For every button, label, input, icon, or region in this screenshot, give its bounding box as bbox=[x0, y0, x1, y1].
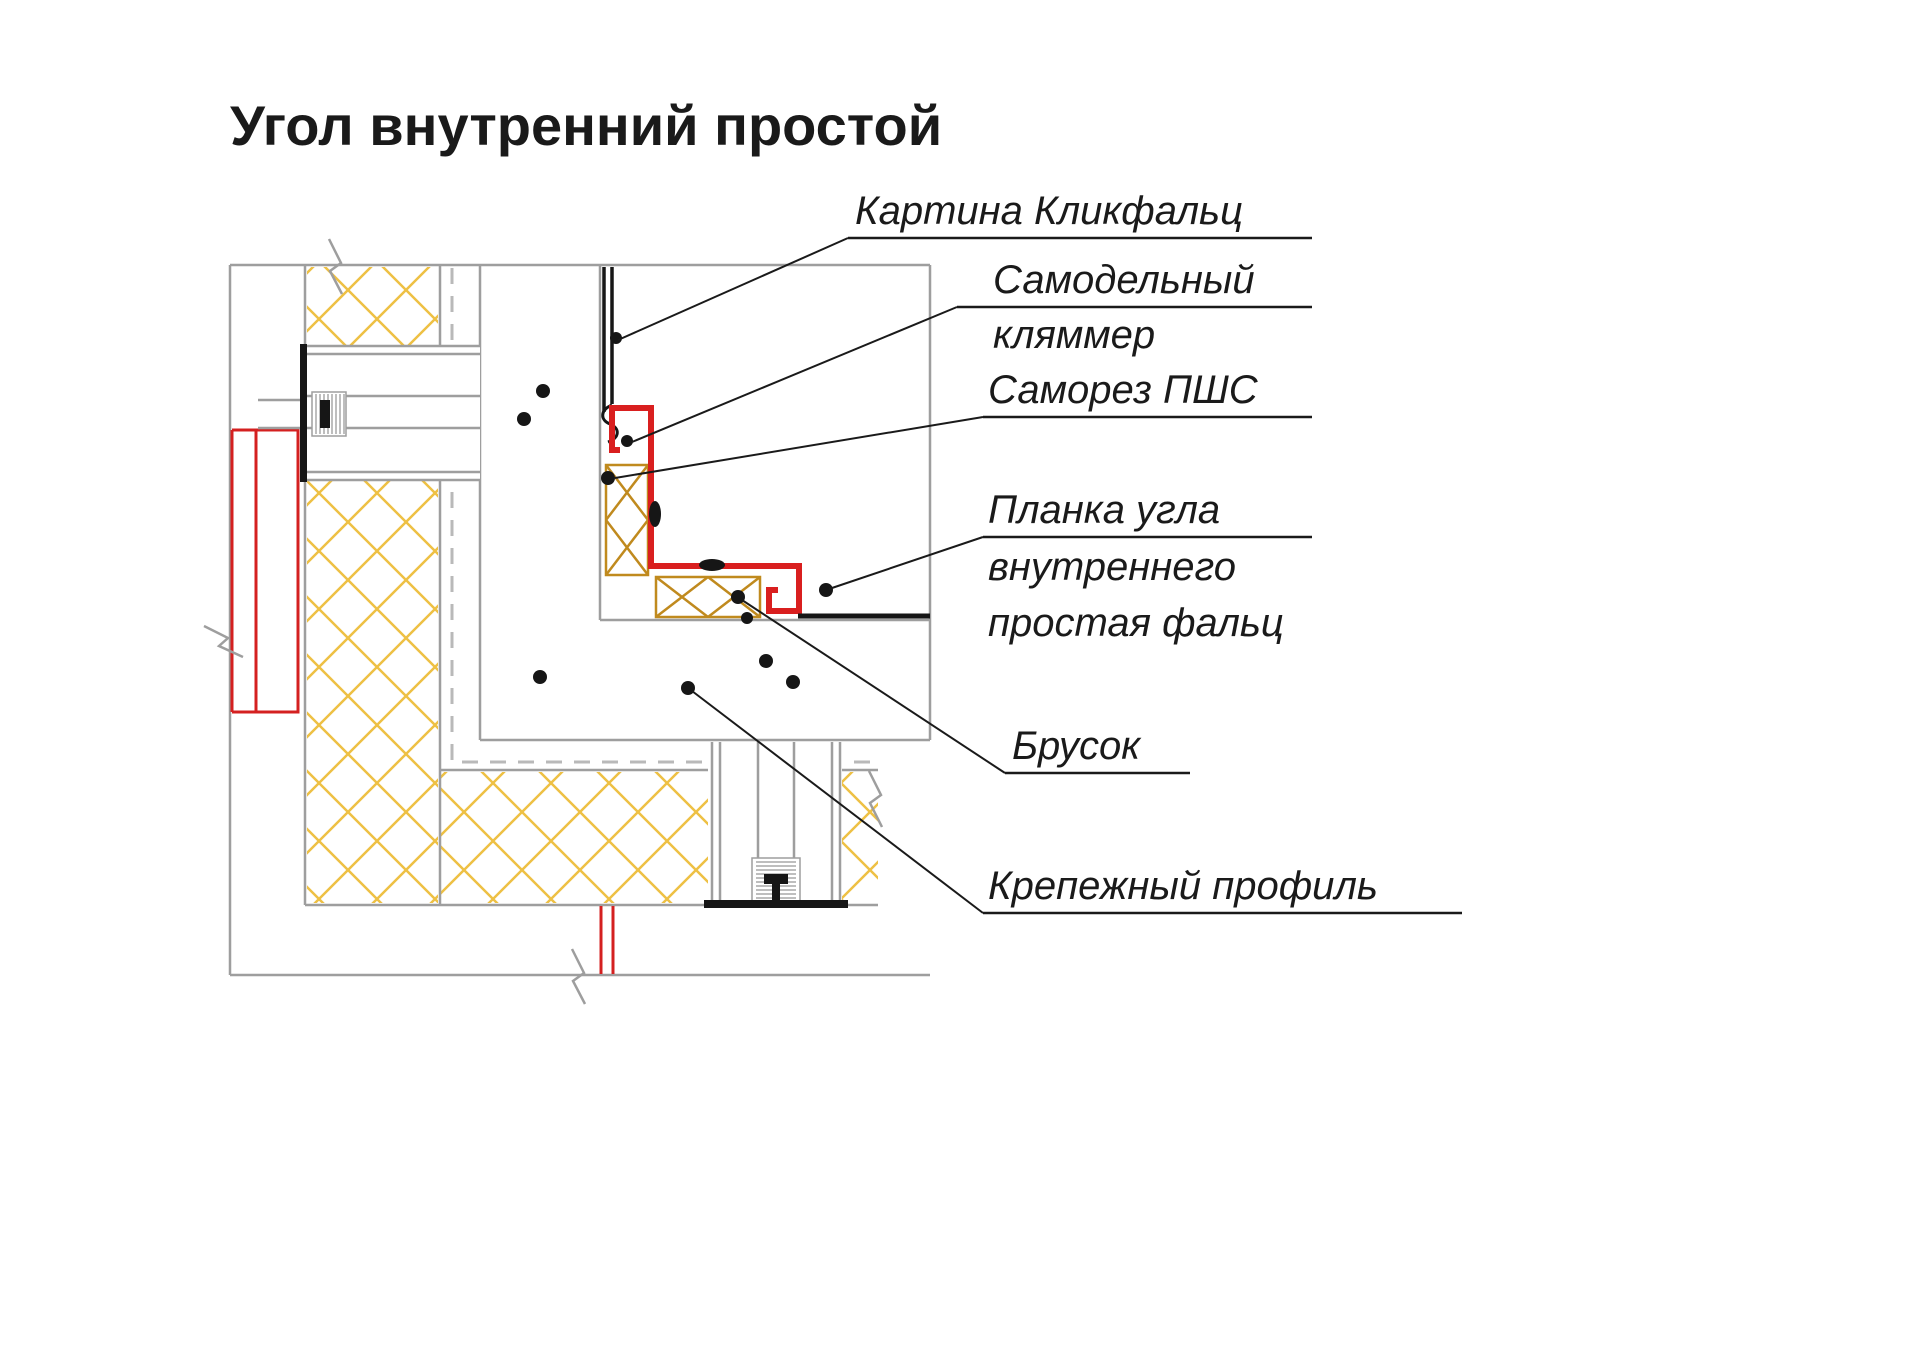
break-icon bbox=[570, 948, 587, 1005]
label-planka-line2: внутреннего bbox=[988, 545, 1236, 589]
page-title: Угол внутренний простой bbox=[230, 94, 942, 157]
label-kartina-klikfalz: Картина Кликфальц bbox=[855, 189, 1243, 233]
leader-planka bbox=[828, 536, 984, 590]
left-cladding-red bbox=[230, 428, 300, 714]
label-klyammer-line2: кляммер bbox=[993, 313, 1155, 357]
leader-klyammer bbox=[631, 306, 958, 443]
bottom-cladding-red bbox=[599, 906, 615, 974]
leader-profil bbox=[691, 690, 984, 914]
label-brusok: Брусок bbox=[1012, 724, 1142, 768]
fastening-profile-left bbox=[258, 344, 480, 482]
anchor-bracket bbox=[320, 400, 330, 428]
profile-bottom-cap bbox=[704, 900, 848, 908]
label-samorez: Саморез ПШС bbox=[988, 368, 1259, 412]
leader-kartina bbox=[617, 237, 849, 341]
profile-end-cap bbox=[300, 344, 307, 482]
leader-brusok bbox=[741, 599, 1006, 774]
break-icon bbox=[867, 770, 884, 828]
break-icon bbox=[203, 624, 244, 659]
leader-samorez bbox=[614, 416, 984, 479]
label-planka-line1: Планка угла bbox=[988, 488, 1220, 532]
wood-blocks bbox=[604, 463, 762, 619]
red-corner-flashing bbox=[609, 405, 802, 614]
label-krepezhny-profil: Крепежный профиль bbox=[988, 864, 1378, 908]
membrane-dashed-line bbox=[450, 268, 878, 764]
callout-lines bbox=[614, 236, 1462, 915]
break-icon bbox=[327, 238, 344, 295]
fastener-dots bbox=[517, 332, 833, 695]
fastening-profile-bottom bbox=[704, 742, 848, 908]
break-symbols bbox=[203, 238, 884, 1005]
label-planka-line3: простая фальц bbox=[988, 601, 1284, 645]
label-klyammer-line1: Самодельный bbox=[993, 258, 1255, 302]
